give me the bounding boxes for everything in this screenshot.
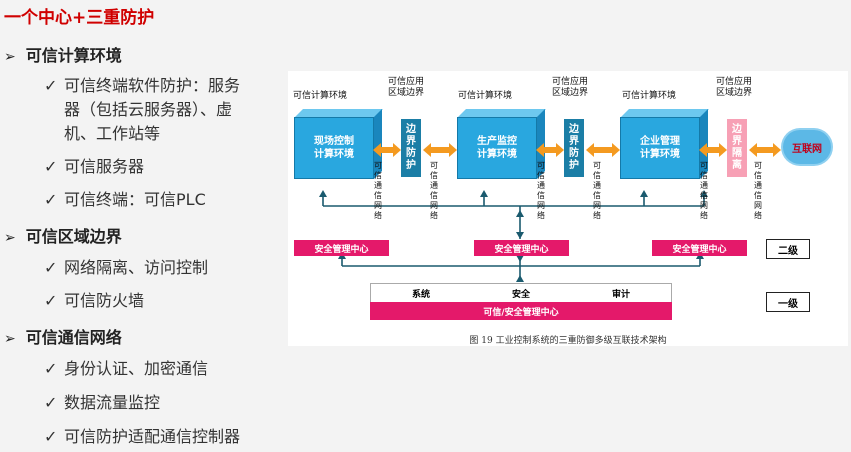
level-2-badge: 二级: [766, 239, 810, 259]
check-icon: ✓: [44, 190, 58, 209]
check-icon: ✓: [44, 359, 58, 378]
check-icon: ✓: [44, 291, 58, 310]
slide-title: 一个中心+三重防护: [4, 8, 155, 28]
system-label: 系统: [411, 289, 430, 300]
audit-label: 审计: [611, 289, 630, 300]
check-icon: ✓: [44, 427, 58, 446]
bidirectional-arrow-icon: [373, 143, 401, 157]
list-item: ✓可信终端：可信PLC: [44, 188, 206, 212]
audit-row: 系统 安全 审计: [370, 283, 672, 303]
boundary-label: 可信应用 区域边界: [388, 77, 425, 98]
zone-label: 可信计算环境: [458, 91, 513, 101]
internet-cloud-icon: 互联网: [783, 130, 831, 164]
bidirectional-arrow-icon: [423, 143, 457, 157]
network-label: 可 信 通 信 网 络: [700, 161, 708, 220]
security-mgmt-center: 安全管理中心: [294, 240, 389, 256]
boundary-protection: 边 界 防 护: [564, 119, 584, 177]
check-icon: ✓: [44, 393, 58, 412]
list-item: ✓可信服务器: [44, 155, 144, 179]
bidirectional-arrow-icon: [536, 143, 564, 157]
list-item: ✓身份认证、加密通信: [44, 357, 208, 381]
network-label: 可 信 通 信 网 络: [593, 161, 601, 220]
figure-caption: 图 19 工业控制系统的三重防御多级互联技术架构: [469, 336, 667, 346]
boundary-protection: 边 界 防 护: [401, 119, 421, 177]
boundary-label: 可信应用 区域边界: [716, 77, 753, 98]
bidirectional-arrow-icon: [699, 143, 727, 157]
section-heading-network: ➢可信通信网络: [4, 328, 122, 347]
list-item: ✓数据流量监控: [44, 391, 160, 415]
arrow-bullet-icon: ➢: [4, 230, 16, 246]
check-icon: ✓: [44, 258, 58, 277]
network-label: 可 信 通 信 网 络: [537, 161, 545, 220]
bidirectional-arrow-icon: [749, 143, 781, 157]
list-item: ✓网络隔离、访问控制: [44, 256, 208, 280]
boundary-isolation: 边 界 隔 离: [727, 119, 747, 177]
list-item: ✓可信终端软件防护：服务器（包括云服务器）、虚机、工作站等: [44, 76, 241, 143]
security-mgmt-center: 安全管理中心: [652, 240, 747, 256]
zone-field-control: 现场控制 计算环境: [294, 117, 374, 179]
diagram-connectors: [319, 190, 708, 282]
security-label: 安全: [511, 289, 530, 300]
check-icon: ✓: [44, 76, 58, 95]
security-mgmt-center: 安全管理中心: [474, 240, 569, 256]
trusted-mgmt-center: 可信/安全管理中心: [370, 302, 672, 320]
section-heading-boundary: ➢可信区域边界: [4, 227, 122, 246]
cube-top: [458, 109, 546, 117]
list-item: ✓可信防护适配通信控制器: [44, 425, 240, 449]
network-label: 可 信 通 信 网 络: [430, 161, 438, 220]
zone-label: 可信计算环境: [293, 91, 348, 101]
zone-enterprise-mgmt: 企业管理 计算环境: [620, 117, 700, 179]
check-icon: ✓: [44, 157, 58, 176]
architecture-diagram: 可信计算环境 可信应用 区域边界 可信计算环境 可信应用 区域边界 可信计算环境…: [288, 71, 848, 346]
arrow-bullet-icon: ➢: [4, 331, 16, 347]
arrow-bullet-icon: ➢: [4, 49, 16, 65]
section-heading-computing: ➢可信计算环境: [4, 46, 122, 65]
boundary-label: 可信应用 区域边界: [552, 77, 589, 98]
list-item: ✓可信防火墙: [44, 289, 144, 313]
level-1-badge: 一级: [766, 292, 810, 312]
network-label: 可 信 通 信 网 络: [754, 161, 762, 220]
cube-top: [295, 109, 383, 117]
cube-top: [621, 109, 709, 117]
bidirectional-arrow-icon: [586, 143, 620, 157]
zone-production-monitor: 生产监控 计算环境: [457, 117, 537, 179]
network-label: 可 信 通 信 网 络: [374, 161, 382, 220]
zone-label: 可信计算环境: [622, 91, 677, 101]
